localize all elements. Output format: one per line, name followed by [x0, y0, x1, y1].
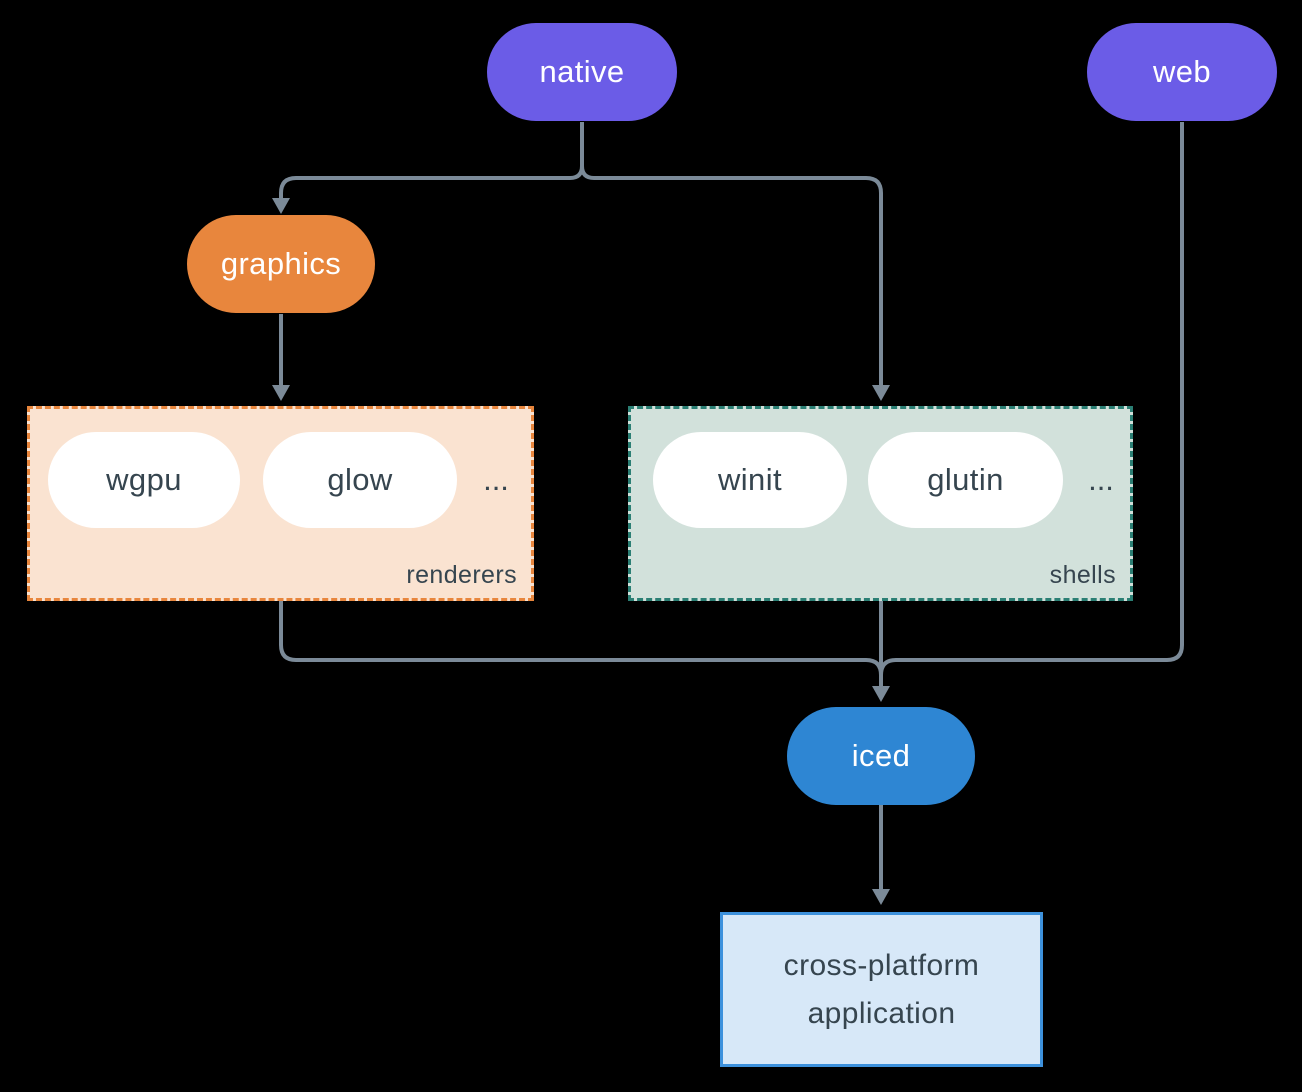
- group-shells: winit glutin ... shells: [628, 406, 1133, 601]
- node-application: cross-platform application: [720, 912, 1043, 1067]
- node-native-label: native: [539, 54, 625, 89]
- arrowhead-application: [872, 889, 890, 905]
- arrowhead-shells: [872, 385, 890, 401]
- group-shells-label: shells: [1049, 561, 1116, 589]
- node-glutin: glutin: [868, 432, 1063, 528]
- node-winit-label: winit: [717, 462, 782, 497]
- node-winit: winit: [653, 432, 847, 528]
- node-application-label: cross-platform application: [783, 948, 980, 1030]
- node-glutin-label: glutin: [927, 462, 1004, 497]
- node-graphics: graphics: [187, 215, 375, 313]
- connector-native-graphics: [279, 122, 584, 199]
- node-iced-label: iced: [851, 738, 911, 773]
- shells-ellipsis: ...: [1088, 462, 1114, 497]
- connector-native-shells: [580, 122, 883, 386]
- node-native: native: [487, 23, 677, 121]
- node-wgpu: wgpu: [48, 432, 240, 528]
- connector-renderers-merge: [279, 601, 883, 682]
- node-glow-label: glow: [327, 462, 393, 497]
- arrowhead-renderers: [272, 385, 290, 401]
- group-renderers: wgpu glow ... renderers: [27, 406, 534, 601]
- arrowhead-graphics: [272, 198, 290, 214]
- node-graphics-label: graphics: [220, 246, 342, 281]
- node-glow: glow: [263, 432, 457, 528]
- node-web-label: web: [1152, 54, 1212, 89]
- renderers-ellipsis: ...: [483, 462, 509, 497]
- arrowhead-iced: [872, 686, 890, 702]
- node-wgpu-label: wgpu: [106, 462, 182, 497]
- group-renderers-label: renderers: [406, 561, 517, 589]
- node-web: web: [1087, 23, 1277, 121]
- node-iced: iced: [787, 707, 975, 805]
